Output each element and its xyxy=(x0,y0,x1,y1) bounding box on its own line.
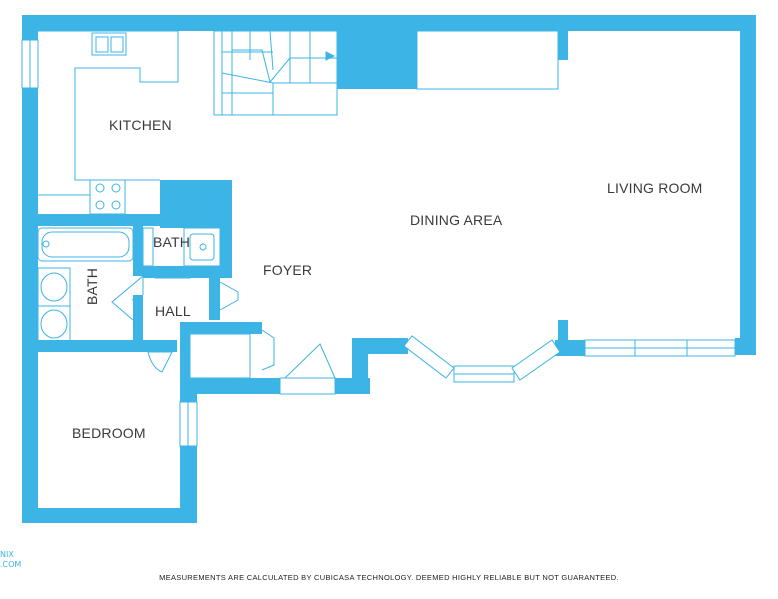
living-room-label: LIVING ROOM xyxy=(607,180,703,196)
windows xyxy=(21,30,736,447)
fixtures xyxy=(37,30,338,379)
foyer-label: FOYER xyxy=(263,262,313,278)
bath-small-label: BATH xyxy=(153,234,191,250)
bedroom-label: BEDROOM xyxy=(72,425,146,441)
brand-logo: NIX .COM xyxy=(0,550,22,570)
walls xyxy=(22,15,756,523)
doors xyxy=(111,270,336,395)
kitchen-label: KITCHEN xyxy=(109,117,172,133)
logo-line-1: NIX xyxy=(0,550,14,559)
hall-label: HALL xyxy=(155,303,191,319)
dining-area-label: DINING AREA xyxy=(410,212,503,228)
logo-line-2: .COM xyxy=(0,560,22,569)
measurement-disclaimer: MEASUREMENTS ARE CALCULATED BY CUBICASA … xyxy=(159,573,619,582)
bath-vertical-label: BATH xyxy=(84,267,100,305)
